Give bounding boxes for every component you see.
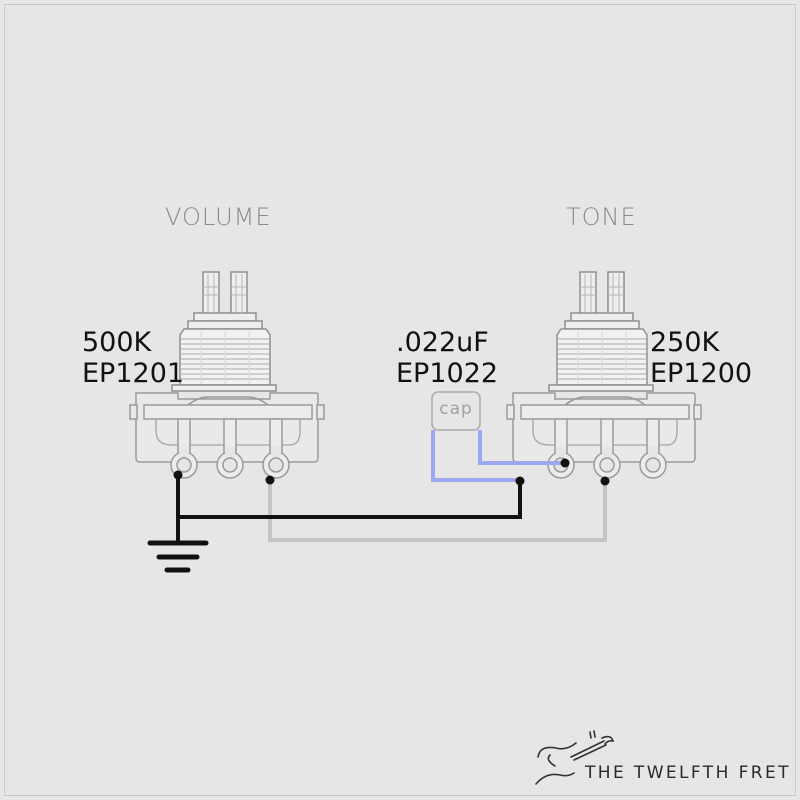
tone-title: TONE [566,203,637,231]
capacitor-body [431,391,481,431]
signal-wire [268,480,607,542]
capacitor-lead-tone [478,430,565,465]
capacitor-lead-ground [431,430,521,482]
capacitor-spec: .022uF EP1022 [396,327,498,389]
diagram-frame [4,4,796,796]
volume-spec: 500K EP1201 [82,327,184,389]
capacitor-value: .022uF [396,327,489,358]
tone-part-number: EP1200 [650,358,753,389]
guitar-logo-icon [535,730,615,785]
ground-wire-bus [178,480,522,519]
volume-title: VOLUME [165,203,272,231]
capacitor-part-number: EP1022 [396,358,499,389]
volume-part-number: EP1201 [82,358,185,389]
tone-spec: 250K EP1200 [650,327,752,389]
solder-joints [173,458,610,486]
ground-symbol-icon [147,540,209,573]
tone-value: 250K [650,327,720,358]
capacitor-body-label: cap [439,399,473,419]
volume-value: 500K [82,327,152,358]
brand-name: THE TWELFTH FRET [585,763,791,783]
